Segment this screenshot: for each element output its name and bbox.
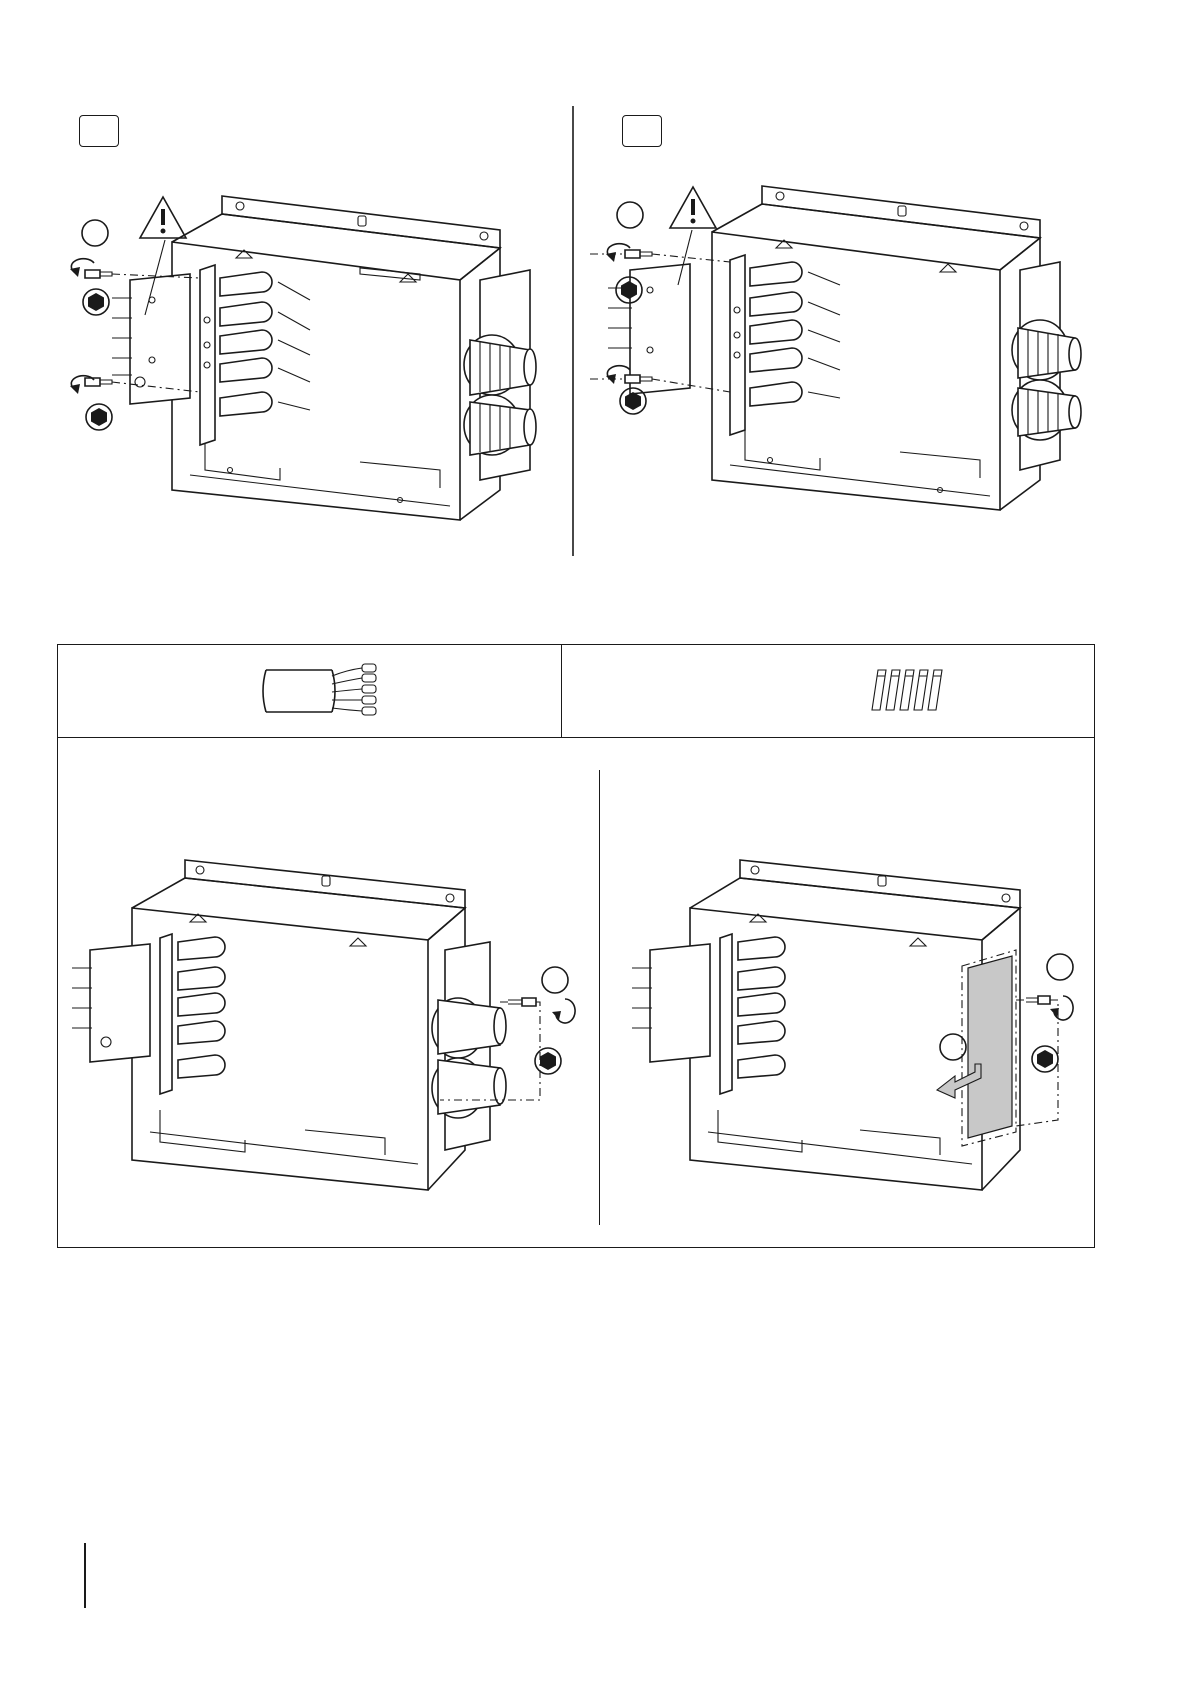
circle-marker-d2 — [1045, 952, 1075, 982]
cable-gland-upper-b — [1012, 320, 1081, 380]
cable-gland-upper-c — [432, 998, 506, 1058]
hex-socket-icon — [84, 402, 114, 432]
circle-marker-c — [540, 965, 570, 995]
circle-marker-b — [615, 200, 645, 230]
multicore-cable-icon — [262, 662, 392, 722]
din-terminals-d — [632, 944, 710, 1062]
rotate-counterclockwise-icon — [68, 253, 98, 279]
terminal-box-illustration-d — [620, 850, 1100, 1210]
terminal-lugs-d — [738, 937, 785, 1078]
hex-socket-icon — [614, 275, 644, 305]
hex-socket-icon — [1030, 1044, 1060, 1074]
rotate-counterclockwise-icon — [68, 370, 98, 396]
parts-table-divider-horizontal — [57, 737, 1095, 738]
step-label-box-b — [622, 115, 662, 147]
hex-socket-icon — [618, 386, 648, 416]
terminal-lugs-a — [220, 272, 310, 416]
cable-gland-lower-c — [432, 1058, 506, 1118]
parts-table-divider-vertical — [561, 644, 562, 737]
circle-marker-d1 — [938, 1032, 968, 1062]
rotate-counterclockwise-icon — [604, 360, 634, 386]
step-label-box-a — [79, 115, 119, 147]
rotate-clockwise-icon — [1048, 993, 1078, 1023]
slide-out-arrow-icon — [935, 1060, 985, 1100]
din-terminals-c — [72, 944, 150, 1062]
wire-ferrules-icon — [866, 666, 946, 716]
terminal-lugs-c — [178, 937, 225, 1078]
warning-leader-line — [670, 230, 700, 290]
warning-triangle-icon — [668, 185, 718, 230]
page-margin-bar — [84, 1543, 86, 1608]
cable-gland-lower-b — [1012, 380, 1081, 440]
terminal-lugs-b — [750, 262, 840, 406]
rotate-clockwise-icon — [550, 996, 580, 1026]
warning-triangle-icon — [138, 195, 188, 240]
hex-socket-icon — [533, 1046, 563, 1076]
terminal-box-illustration-c — [60, 850, 620, 1210]
circle-marker-a — [80, 218, 110, 248]
warning-leader-line — [140, 240, 170, 320]
cover-plate — [968, 956, 1012, 1138]
hex-socket-icon — [81, 287, 111, 317]
rotate-counterclockwise-icon — [604, 238, 634, 264]
